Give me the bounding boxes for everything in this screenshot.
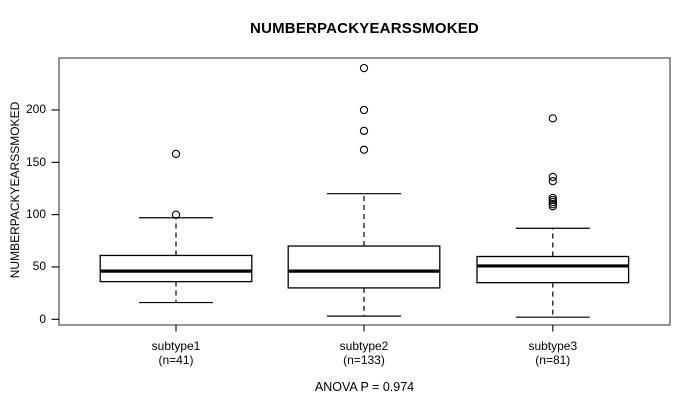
outlier-point [359, 63, 369, 73]
y-tick-label: 200 [25, 102, 46, 117]
outlier-point [359, 105, 369, 115]
x-group-label-count: (n=41) [158, 352, 194, 367]
x-group-label-name: subtype2 [339, 339, 389, 353]
x-group-label-name: subtype3 [528, 339, 578, 353]
x-group-label-name: subtype1 [151, 339, 201, 353]
outlier-point [548, 195, 557, 205]
iqr-box [476, 255, 630, 284]
y-tick-label: 100 [25, 207, 46, 222]
outlier-point [548, 202, 557, 211]
x-group-label: subtype1(n=41) [106, 339, 246, 367]
x-group-label-count: (n=133) [343, 352, 385, 367]
x-group-label: subtype3(n=81) [483, 339, 623, 367]
outlier-point [548, 193, 557, 203]
chart-title: NUMBERPACKYEARSSMOKED [250, 20, 479, 37]
x-group-label-count: (n=81) [535, 352, 571, 367]
boxplot-group-subtype1 [99, 149, 253, 304]
anova-p-value: ANOVA P = 0.974 [314, 380, 415, 394]
y-tick-label: 50 [32, 259, 46, 274]
iqr-box [99, 254, 253, 283]
outlier-point [548, 197, 557, 207]
outlier-point [548, 172, 557, 182]
outlier-point [359, 145, 369, 154]
outlier-point [548, 176, 557, 186]
outlier-point [548, 200, 557, 209]
iqr-box [287, 245, 441, 289]
y-tick-label: 150 [25, 154, 46, 169]
y-tick-label: 0 [39, 311, 46, 326]
outlier-point [548, 114, 557, 123]
boxplot-group-subtype3 [476, 114, 630, 318]
boxplot-group-subtype2 [287, 63, 441, 317]
outlier-point [359, 126, 369, 136]
outlier-point [171, 210, 181, 219]
outlier-point [171, 149, 181, 159]
x-group-label: subtype2(n=133) [294, 339, 434, 367]
